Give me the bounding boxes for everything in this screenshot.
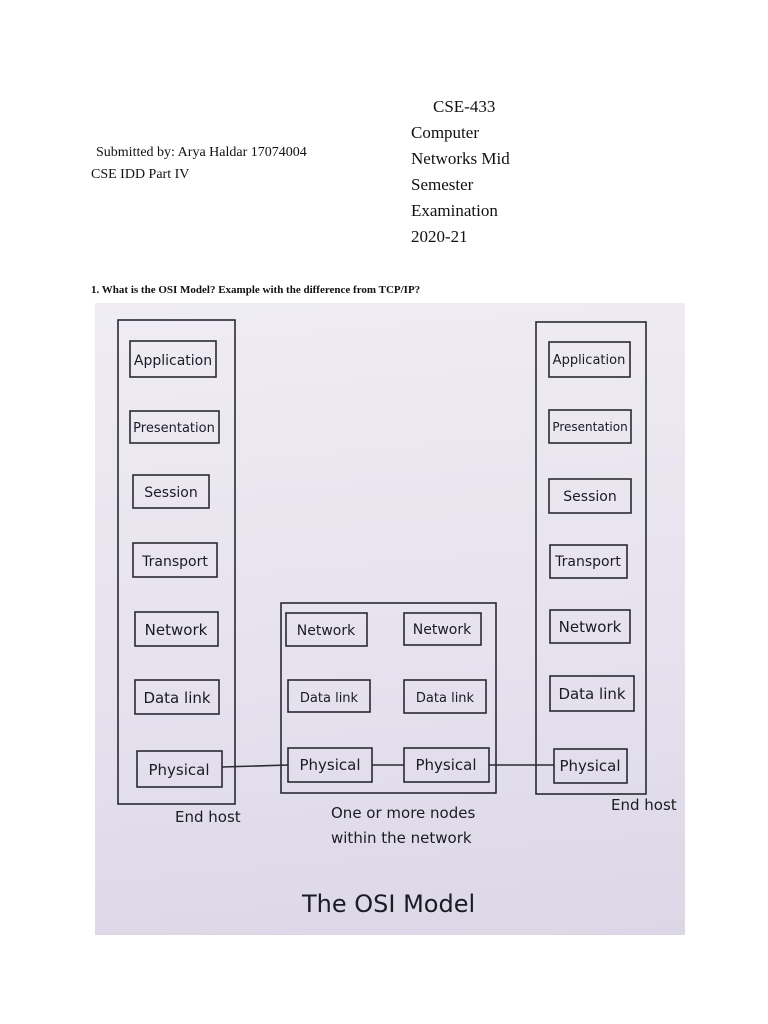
left-network-box bbox=[134, 611, 219, 647]
middle-right-physical-label: Physical bbox=[415, 756, 476, 774]
left-physical-label: Physical bbox=[148, 761, 209, 779]
right-end-host-caption: End host bbox=[611, 796, 677, 814]
left-network-label: Network bbox=[145, 621, 208, 639]
left-application-label: Application bbox=[134, 353, 212, 369]
left-transport-label: Transport bbox=[141, 554, 208, 570]
exam-title-line: Semester bbox=[411, 175, 474, 194]
right-application-box bbox=[548, 341, 631, 378]
left-session-label: Session bbox=[144, 485, 197, 501]
middle-left-physical-label: Physical bbox=[299, 756, 360, 774]
middle-left-network-label: Network bbox=[297, 623, 356, 639]
right-network-label: Network bbox=[559, 618, 622, 636]
middle-right-network-label: Network bbox=[413, 622, 472, 638]
exam-title-line: Computer bbox=[411, 123, 479, 142]
right-network-box bbox=[549, 609, 631, 644]
left-application-box bbox=[129, 340, 217, 378]
right-datalink-box bbox=[549, 675, 635, 712]
right-physical-box bbox=[553, 748, 628, 784]
question: 1. What is the OSI Model? Example with t… bbox=[91, 284, 421, 296]
middle-caption-line1: One or more nodes bbox=[331, 804, 475, 822]
middle-left-datalink-box bbox=[287, 679, 371, 713]
left-host-frame bbox=[117, 319, 236, 805]
left-transport-box bbox=[132, 542, 218, 578]
middle-node-frame bbox=[280, 602, 497, 794]
right-session-box bbox=[548, 478, 632, 514]
middle-right-datalink-box bbox=[403, 679, 487, 714]
submitted-by: Submitted by: Arya Haldar 17074004 bbox=[96, 145, 307, 160]
middle-caption-line2: within the network bbox=[331, 829, 472, 847]
right-application-label: Application bbox=[553, 353, 626, 368]
left-end-host-caption: End host bbox=[175, 808, 241, 826]
left-physical-box bbox=[136, 750, 223, 788]
exam-title-line: Examination bbox=[411, 201, 498, 220]
right-host-frame bbox=[535, 321, 647, 795]
osi-model-diagram-photo: Application Presentation Session Transpo… bbox=[95, 303, 685, 935]
left-datalink-box bbox=[134, 679, 220, 715]
left-presentation-label: Presentation bbox=[133, 421, 215, 436]
middle-right-network-box bbox=[403, 612, 482, 646]
right-session-label: Session bbox=[563, 489, 616, 505]
right-datalink-label: Data link bbox=[558, 685, 625, 703]
right-presentation-label: Presentation bbox=[552, 420, 627, 434]
diagram-title: The OSI Model bbox=[301, 890, 475, 918]
right-transport-label: Transport bbox=[554, 554, 621, 570]
exam-title-line: Networks Mid bbox=[411, 149, 510, 168]
left-presentation-box bbox=[129, 410, 220, 444]
middle-left-datalink-label: Data link bbox=[300, 691, 359, 706]
right-transport-box bbox=[549, 544, 628, 579]
osi-diagram: Application Presentation Session Transpo… bbox=[117, 319, 677, 918]
right-presentation-box bbox=[548, 409, 632, 444]
right-physical-label: Physical bbox=[559, 757, 620, 775]
middle-right-datalink-label: Data link bbox=[416, 691, 475, 706]
link-left-to-node bbox=[221, 764, 289, 768]
left-datalink-label: Data link bbox=[143, 689, 210, 707]
department: CSE IDD Part IV bbox=[91, 167, 190, 182]
exam-title-line: 2020-21 bbox=[411, 227, 468, 246]
exam-title-line: CSE-433 bbox=[433, 97, 496, 116]
left-session-box bbox=[132, 474, 210, 509]
middle-left-network-box bbox=[285, 612, 368, 647]
